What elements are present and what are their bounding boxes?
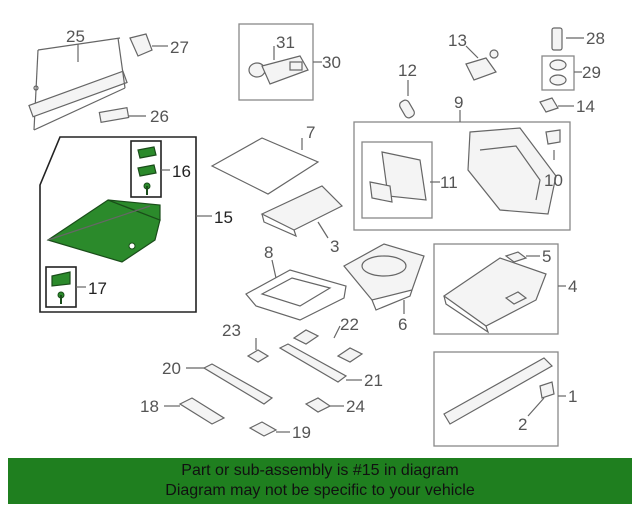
callout-4: 4 <box>568 277 577 296</box>
callout-16: 16 <box>172 162 191 181</box>
callout-6: 6 <box>398 315 407 334</box>
callout-14: 14 <box>576 97 595 116</box>
part-23-bracket <box>246 349 270 363</box>
part-13-clip <box>465 49 499 81</box>
part-18-bracket <box>178 397 226 425</box>
parts-diagram: 25 27 26 15 16 17 <box>28 23 605 447</box>
part-24-bracket <box>304 397 332 413</box>
callout-1: 1 <box>568 387 577 406</box>
callout-26: 26 <box>150 107 169 126</box>
footer-line-1: Part or sub-assembly is #15 in diagram <box>181 462 459 479</box>
part-9-box <box>353 121 571 231</box>
part-29-box <box>541 55 575 91</box>
callout-2: 2 <box>518 415 527 434</box>
part-4-box <box>433 243 559 335</box>
footer-line-2: Diagram may not be specific to your vehi… <box>165 482 475 499</box>
callout-8: 8 <box>264 243 273 262</box>
callout-25: 25 <box>66 27 85 46</box>
part-14-clip <box>539 97 559 113</box>
callout-28: 28 <box>586 29 605 48</box>
callout-3: 3 <box>330 237 339 256</box>
part-16-box <box>130 140 162 198</box>
callout-21: 21 <box>364 371 383 390</box>
callout-5: 5 <box>542 247 551 266</box>
part-19-bracket <box>248 421 278 437</box>
callout-11: 11 <box>440 173 458 192</box>
part-26-pad <box>98 106 130 124</box>
part-6-storage-tray <box>343 243 425 311</box>
callout-13: 13 <box>448 31 467 50</box>
callout-19: 19 <box>292 423 311 442</box>
part-25-roller-blind <box>28 37 128 131</box>
callout-30: 30 <box>322 53 341 72</box>
part-22-pads <box>292 329 364 363</box>
part-12-grommet <box>399 99 415 119</box>
part-17-box <box>45 266 77 308</box>
callout-15: 15 <box>214 208 233 227</box>
callout-7: 7 <box>306 123 315 142</box>
callout-10: 10 <box>544 171 563 190</box>
callout-24: 24 <box>346 397 365 416</box>
callout-31: 31 <box>276 33 295 52</box>
part-8-frame <box>245 269 347 321</box>
part-7-floor-mat <box>210 137 320 195</box>
callout-17: 17 <box>88 279 107 298</box>
callout-29: 29 <box>582 63 601 82</box>
part-15-cargo-cover <box>46 199 161 263</box>
callout-18: 18 <box>140 397 159 416</box>
part-1-box <box>433 351 559 447</box>
callout-12: 12 <box>398 61 417 80</box>
callout-23: 23 <box>222 321 241 340</box>
part-20-rail <box>202 363 274 405</box>
callout-20: 20 <box>162 359 181 378</box>
footer-banner: Part or sub-assembly is #15 in diagram D… <box>8 458 632 504</box>
part-21-rail <box>278 343 348 383</box>
callout-27: 27 <box>170 38 189 57</box>
part-3-floor-cover <box>260 185 344 238</box>
callout-9: 9 <box>454 93 463 112</box>
part-28-fastener <box>551 27 563 51</box>
part-27-clip <box>129 33 153 57</box>
callout-22: 22 <box>340 315 359 334</box>
assembly-15-box <box>39 136 197 313</box>
